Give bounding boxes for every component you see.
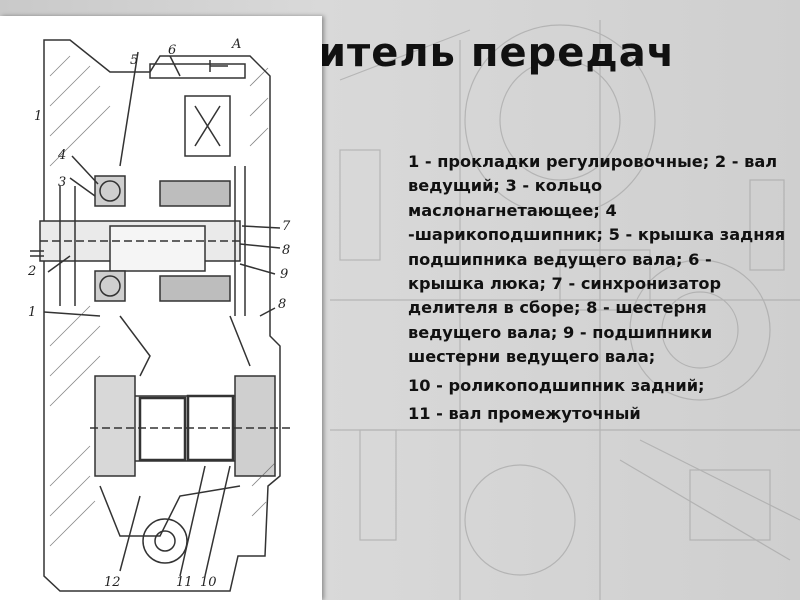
callout-9: 9 [280,267,288,282]
callout-8-upper: 8 [282,243,290,258]
callout-10: 10 [200,575,217,590]
legend-paragraph-1: 1 - прокладки регулировочные; 2 - вал ве… [408,152,786,367]
callout-8-side: 8 [278,297,286,312]
callout-1-mid: 1 [28,305,36,320]
callout-5: 5 [130,53,138,68]
legend-paragraph-2: 10 - роликоподшипник задний; [408,375,705,395]
gearbox-drawing: 1 4 3 5 6 A 2 1 7 8 9 8 12 11 10 [0,16,322,600]
gearbox-cross-section: 1 4 3 5 6 A 2 1 7 8 9 8 12 11 10 [27,37,291,592]
callout-6: 6 [168,43,176,58]
slide-title: итель передач [318,30,676,76]
view-label-a: A [231,37,241,52]
parts-legend: 1 - прокладки регулировочные; 2 - вал ве… [408,150,788,426]
callout-1-top: 1 [34,109,42,124]
callout-4: 4 [57,148,66,163]
callout-11: 11 [176,575,193,590]
callout-7: 7 [282,219,291,234]
callout-2: 2 [27,264,36,279]
legend-paragraph-3: 11 - вал промежуточный [408,404,641,424]
callout-3: 3 [58,175,66,190]
callout-12: 12 [104,575,121,590]
